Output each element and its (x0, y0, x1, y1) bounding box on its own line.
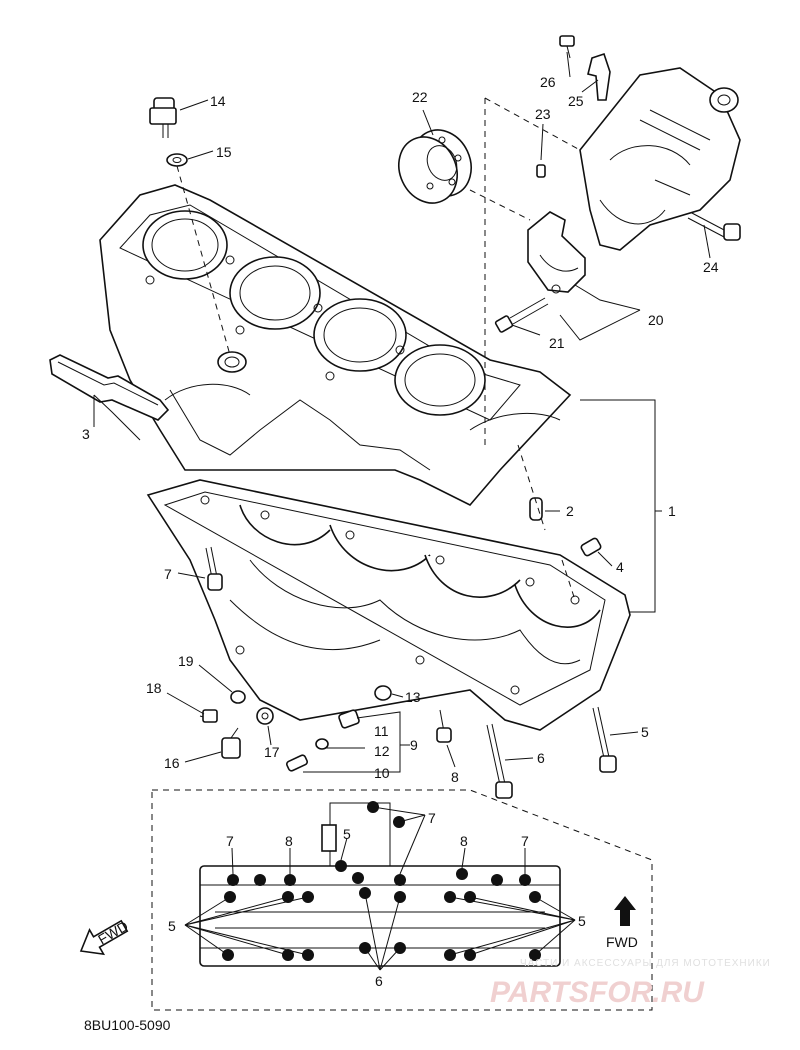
fwd-arrow-label: FWD (95, 918, 131, 948)
callout-22: 22 (412, 89, 428, 105)
detail-callout-7-right: 7 (521, 833, 529, 849)
part-25-bracket (587, 52, 611, 101)
fwd-arrow-up: FWD (606, 896, 638, 950)
detail-callout-5-left: 5 (168, 918, 176, 934)
callout-24: 24 (703, 259, 719, 275)
tightening-detail-panel (151, 789, 653, 1011)
callout-6: 6 (537, 750, 545, 766)
callout-13: 13 (405, 689, 421, 705)
callout-21: 21 (549, 335, 565, 351)
callout-12: 12 (374, 743, 390, 759)
part-24-bolt (687, 211, 741, 241)
part-23-dowel-pin (536, 164, 546, 178)
callout-5: 5 (641, 724, 649, 740)
part-13-nut (374, 685, 392, 701)
detail-callout-7-top: 7 (428, 810, 436, 826)
fwd-label: FWD (606, 934, 638, 950)
part-5-bolt (592, 706, 617, 773)
part-18-bolt (199, 709, 218, 723)
detail-callout-5-top: 5 (343, 826, 351, 842)
detail-callout-7-left: 7 (226, 833, 234, 849)
callout-4: 4 (616, 559, 624, 575)
detail-callout-labels: 5 7 7 8 8 7 5 5 6 (168, 810, 586, 989)
watermark: ЧАСТИ И АКСЕССУАРЫ ДЛЯ МОТОТЕХНИКИ PARTS… (490, 958, 771, 1009)
callout-8: 8 (451, 769, 459, 785)
part-14-drain-bolt (149, 97, 177, 138)
fwd-arrow-left: FWD (79, 918, 131, 956)
part-22-bearing (398, 129, 472, 204)
part-8-bolt (436, 709, 452, 743)
part-3-gasket (49, 354, 170, 421)
part-9-fitting-set (286, 709, 360, 772)
callout-18: 18 (146, 680, 162, 696)
part-6-bolt (486, 723, 513, 799)
callout-23: 23 (535, 106, 551, 122)
callout-14: 14 (210, 93, 226, 109)
lower-crankcase (146, 479, 631, 731)
front-housing (579, 67, 741, 251)
detail-callout-5-right: 5 (578, 913, 586, 929)
callout-20: 20 (648, 312, 664, 328)
part-4-fitting (580, 537, 602, 557)
callout-10: 10 (374, 765, 390, 781)
callout-9: 9 (410, 737, 418, 753)
callout-26: 26 (540, 74, 556, 90)
callout-1: 1 (668, 503, 676, 519)
part-21-bolt (494, 297, 549, 333)
part-7-bolt (205, 546, 223, 591)
callout-19: 19 (178, 653, 194, 669)
part-26-bolt (559, 35, 575, 59)
detail-callout-8-left: 8 (285, 833, 293, 849)
part-19-washer (230, 690, 246, 704)
callout-2: 2 (566, 503, 574, 519)
watermark-tagline: ЧАСТИ И АКСЕССУАРЫ ДЛЯ МОТОТЕХНИКИ (520, 958, 771, 969)
callout-16: 16 (164, 755, 180, 771)
detail-callout-6: 6 (375, 973, 383, 989)
callout-15: 15 (216, 144, 232, 160)
callout-11: 11 (374, 723, 389, 739)
callout-17: 17 (264, 744, 280, 760)
leader-lines (93, 51, 711, 773)
callout-3: 3 (82, 426, 90, 442)
diagram-code: 8BU100-5090 (84, 1017, 171, 1033)
callout-7: 7 (164, 566, 172, 582)
part-17-washer (256, 707, 274, 725)
callout-labels: 14 15 3 22 23 26 25 24 20 21 2 1 4 7 19 … (82, 74, 719, 785)
watermark-brand: PARTSFOR.RU (490, 976, 705, 1009)
part-15-washer (166, 153, 188, 167)
detail-callout-8-right: 8 (460, 833, 468, 849)
part-2-dowel (529, 497, 543, 521)
part-16-bolt (221, 727, 241, 759)
callout-25: 25 (568, 93, 584, 109)
part-20-bearing-cap (527, 211, 586, 294)
upper-crankcase (99, 184, 572, 506)
